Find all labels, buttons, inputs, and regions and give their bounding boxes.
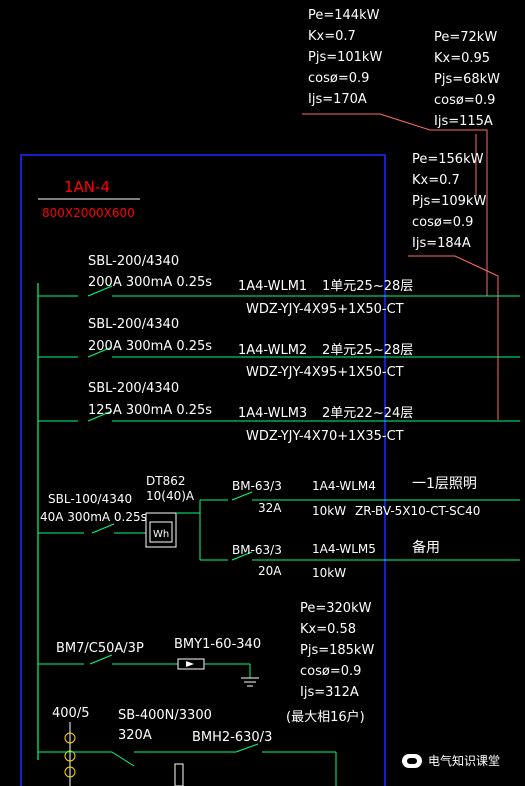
load-line: Kx=0.95 (434, 51, 490, 66)
main-amp: 320A (118, 728, 152, 743)
load-line: Pjs=68kW (434, 72, 500, 87)
cabinet-name: 1AN-4 (64, 178, 110, 196)
feeder-desc: 1单元25~28层 (322, 279, 413, 294)
cabinet-size: 800X2000X600 (42, 206, 135, 220)
current-transformer (64, 750, 76, 762)
watermark-text: 电气知识课堂 (428, 754, 501, 768)
leader-line-3 (408, 255, 499, 420)
leader-line-1 (302, 113, 488, 296)
feeder-3: SBL-200/4340 125A 300mA 0.25s 1A4-WLM3 2… (38, 381, 520, 444)
sub-cable: ZR-BV-5X10-CT-SC40 (355, 504, 480, 518)
meter-label: Wh (153, 529, 169, 540)
current-transformer (64, 766, 76, 778)
sub-circuit: 1A4-WLM5 (312, 542, 376, 556)
top-load-block-3: Pe=156kW Kx=0.7 Pjs=109kW cosø=0.9 Ijs=1… (412, 152, 486, 251)
meter-box-inner (149, 521, 173, 543)
feeder-breaker: SBL-200/4340 (88, 254, 179, 269)
branch-rating: 40A 300mA 0.25s (40, 510, 147, 524)
feeder-1: SBL-200/4340 200A 300mA 0.25s 1A4-WLM1 1… (38, 254, 520, 317)
switch-contact (235, 743, 259, 753)
sub-circuit: 1A4-WLM4 (312, 479, 376, 493)
breaker-contact (89, 654, 113, 665)
load-line: Pjs=101kW (308, 50, 382, 65)
cabinet-frame (20, 154, 386, 786)
load-line: Kx=0.58 (300, 622, 356, 637)
feeder-desc: 2单元25~28层 (322, 343, 413, 358)
load-line: cosø=0.9 (308, 71, 369, 86)
sub-breaker: BM-63/3 (232, 479, 282, 493)
top-load-block-2: Pe=72kW Kx=0.95 Pjs=68kW cosø=0.9 Ijs=11… (434, 30, 500, 129)
sub-power: 10kW (312, 504, 346, 518)
meter-model: DT862 (146, 474, 185, 488)
sub-desc: 一1层照明 (412, 476, 477, 492)
load-line: Pe=156kW (412, 152, 484, 167)
spd-breaker: BM7/C50A/3P (56, 641, 144, 656)
feeder-desc: 2单元22~24层 (322, 406, 413, 421)
sub-amp: 20A (258, 564, 282, 578)
load-line: Pe=320kW (300, 601, 372, 616)
breaker-contact (91, 523, 115, 534)
breaker-contact (87, 285, 113, 297)
bottom-load-block: Pe=320kW Kx=0.58 Pjs=185kW cosø=0.9 Ijs=… (286, 601, 374, 725)
load-line: (最大相16户) (286, 709, 365, 725)
breaker-contact (87, 346, 113, 358)
meter-box-outer (145, 512, 177, 548)
feeder-cable: WDZ-YJY-4X95+1X50-CT (246, 365, 404, 380)
load-line: Ijs=115A (434, 114, 493, 129)
load-line: Pe=72kW (434, 30, 497, 45)
feeder-circuit: 1A4-WLM1 (238, 279, 307, 294)
terminal-block (174, 763, 184, 786)
load-line: cosø=0.9 (434, 93, 495, 108)
branch-breaker: SBL-100/4340 (48, 492, 132, 506)
main-breaker: SB-400N/3300 (118, 708, 212, 723)
load-line: Ijs=170A (308, 92, 367, 107)
meter-branch: SBL-100/4340 40A 300mA 0.25s DT862 10(40… (38, 474, 520, 580)
feeder-rating: 125A 300mA 0.25s (88, 403, 212, 418)
feeder-circuit: 1A4-WLM2 (238, 343, 307, 358)
sub-amp: 32A (258, 501, 282, 515)
load-line: Ijs=184A (412, 236, 471, 251)
feeder-cable: WDZ-YJY-4X70+1X35-CT (246, 429, 404, 444)
load-line: Pjs=109kW (412, 194, 486, 209)
spd-device: BMY1-60-340 (174, 637, 261, 652)
spd-branch: BM7/C50A/3P BMY1-60-340 (38, 637, 261, 687)
main-switch: BMH2-630/3 (192, 730, 272, 745)
main-incoming: 400/5 SB-400N/3300 320A BMH2-630/3 (38, 706, 337, 786)
load-line: Ijs=312A (300, 685, 359, 700)
load-line: Pe=144kW (308, 8, 380, 23)
breaker-contact (87, 410, 113, 422)
load-line: Kx=0.7 (412, 173, 460, 188)
feeder-breaker: SBL-200/4340 (88, 381, 179, 396)
sub-desc: 备用 (412, 539, 440, 556)
top-load-block-1: Pe=144kW Kx=0.7 Pjs=101kW cosø=0.9 Ijs=1… (308, 8, 382, 107)
feeder-breaker: SBL-200/4340 (88, 317, 179, 332)
watermark: 电气知识课堂 (402, 752, 500, 769)
current-transformer (64, 732, 76, 744)
breaker-contact (111, 751, 135, 767)
feeder-rating: 200A 300mA 0.25s (88, 339, 212, 354)
feeder-2: SBL-200/4340 200A 300mA 0.25s 1A4-WLM2 2… (38, 317, 520, 380)
breaker-contact (231, 491, 253, 501)
sub-power: 10kW (312, 566, 346, 580)
breaker-contact (231, 551, 253, 561)
load-line: cosø=0.9 (412, 215, 473, 230)
load-line: Kx=0.7 (308, 29, 356, 44)
wechat-icon (402, 753, 422, 768)
load-line: Pjs=185kW (300, 643, 374, 658)
load-line: cosø=0.9 (300, 664, 361, 679)
feeder-circuit: 1A4-WLM3 (238, 406, 307, 421)
ct-ratio: 400/5 (52, 706, 89, 721)
meter-rating: 10(40)A (146, 489, 195, 503)
feeder-rating: 200A 300mA 0.25s (88, 275, 212, 290)
sub-breaker: BM-63/3 (232, 543, 282, 557)
feeder-cable: WDZ-YJY-4X95+1X50-CT (246, 302, 404, 317)
